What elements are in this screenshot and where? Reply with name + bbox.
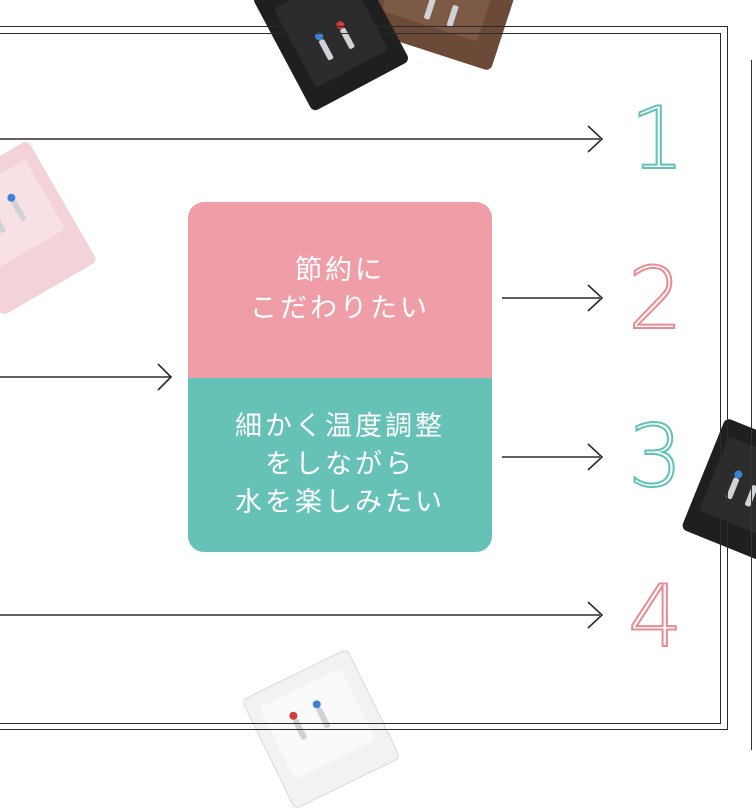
arrow-head-2 [587,284,604,312]
arrow-head-to-card [157,363,173,391]
card-bottom-temperature: 細かく温度調整 をしながら 水を楽しみたい [188,378,492,552]
card-bottom-line-3: 水を楽しみたい [235,487,445,518]
card-bottom-line-2: をしながら [265,449,415,480]
question-card: 節約に こだわりたい 細かく温度調整 をしながら 水を楽しみたい [188,202,492,552]
option-number-1: 1 [629,89,686,189]
card-top-line-1: 節約に [295,255,385,286]
inner-frame [0,33,721,724]
arrow-head-1 [587,125,604,153]
outer-frame [0,26,728,730]
arrow-head-3 [587,443,604,471]
arrow-lines [0,125,604,629]
arrow-head-4 [587,601,604,629]
option-number-2: 2 [627,249,684,349]
right-edge-line [751,60,753,750]
card-bottom-line-1: 細かく温度調整 [235,411,445,442]
option-number-4: 4 [627,567,684,667]
card-top-line-2: こだわりたい [250,293,430,324]
card-top-saving: 節約に こだわりたい [188,202,492,378]
option-number-3: 3 [627,407,684,507]
